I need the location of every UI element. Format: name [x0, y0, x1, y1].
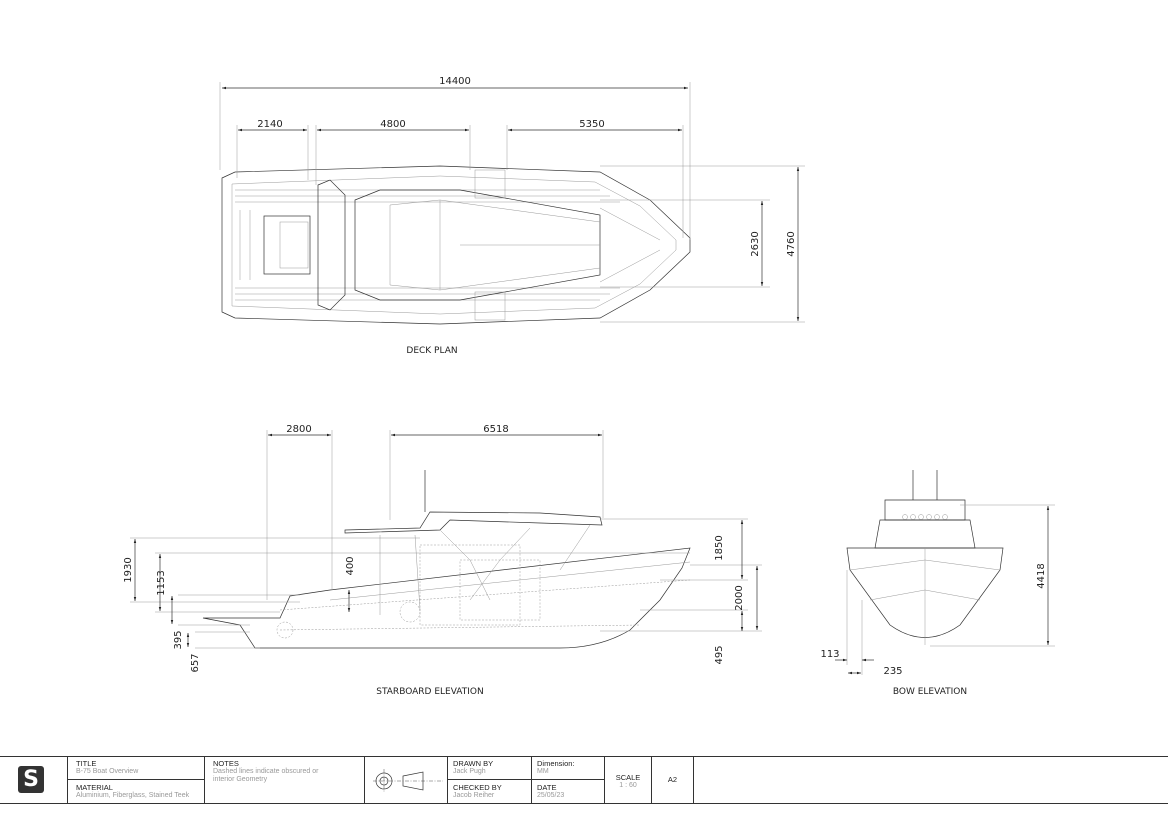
- dim-1153: 1153: [156, 570, 167, 595]
- dim-bow-height: 4418: [1036, 563, 1047, 588]
- drawn-checked-cell: DRAWN BY Jack Pugh CHECKED BY Jacob Reih…: [448, 757, 532, 803]
- logo-cell: S: [0, 757, 68, 803]
- notes-value: Dashed lines indicate obscured or interi…: [213, 768, 319, 783]
- projection-symbol-cell: [365, 757, 448, 803]
- bow-hull-outline: [846, 547, 1004, 638]
- scale-label: SCALE: [615, 773, 641, 782]
- date-value: 25/05/23: [537, 792, 565, 799]
- title-value: B-75 Boat Overview: [76, 768, 139, 775]
- bow-elevation: 4418 113 235 BOW ELEVATION: [820, 470, 1055, 697]
- checked-by-label: CHECKED BY: [453, 783, 502, 792]
- starboard-elevation-label: STARBOARD ELEVATION: [376, 687, 483, 697]
- hardtop: [344, 511, 603, 534]
- dim-2000: 2000: [734, 585, 745, 610]
- dim-1930: 1930: [123, 557, 134, 582]
- title-cell: TITLE B-75 Boat Overview MATERIAL Alumin…: [68, 757, 205, 803]
- date-label: DATE: [537, 783, 557, 792]
- deck-hatch: [263, 215, 311, 275]
- dim-bow-section: 5350: [579, 119, 604, 130]
- dim-395: 395: [173, 630, 184, 649]
- side-hull-outline: [202, 547, 691, 649]
- dim-1850: 1850: [714, 535, 725, 560]
- title-block: S TITLE B-75 Boat Overview MATERIAL Alum…: [0, 756, 1168, 804]
- dimension-date-cell: Dimension: MM DATE 25/05/23: [532, 757, 605, 803]
- dim-400: 400: [345, 556, 356, 575]
- dim-overall-length: 14400: [439, 76, 471, 87]
- deck-plan: 14400 2140 4800 5350 2630 4760 DECK PLAN: [219, 76, 805, 356]
- dim-hardtop: 6518: [483, 424, 508, 435]
- scale-value: 1 : 60: [619, 782, 637, 789]
- dim-657: 657: [190, 653, 201, 672]
- notes-cell: NOTES Dashed lines indicate obscured or …: [205, 757, 365, 803]
- dim-113: 113: [820, 649, 839, 660]
- dim-inner-beam: 2630: [750, 231, 761, 256]
- sheet-size-cell: A2: [652, 757, 694, 803]
- console: [354, 189, 601, 301]
- dim-overall-beam: 4760: [786, 231, 797, 256]
- dim-aft-deck: 2800: [286, 424, 311, 435]
- dim-235: 235: [883, 666, 902, 677]
- third-angle-projection-icon: [373, 769, 443, 793]
- notes-label: NOTES: [213, 759, 239, 768]
- drawn-by-label: DRAWN BY: [453, 759, 494, 768]
- scale-cell: SCALE 1 : 60: [605, 757, 652, 803]
- company-logo: S: [18, 766, 44, 793]
- deck-hull-outline: [221, 165, 691, 325]
- dimension-label: Dimension:: [537, 759, 575, 768]
- deck-plan-label: DECK PLAN: [406, 346, 457, 356]
- dim-495: 495: [714, 645, 725, 664]
- bow-elevation-label: BOW ELEVATION: [893, 687, 967, 697]
- dimension-value: MM: [537, 768, 549, 775]
- material-label: MATERIAL: [76, 783, 113, 792]
- material-value: Aluminium, Fiberglass, Stained Teek: [76, 792, 190, 799]
- drawn-by-value: Jack Pugh: [453, 768, 486, 775]
- title-label: TITLE: [76, 759, 97, 768]
- dim-mid-section: 4800: [380, 119, 405, 130]
- starboard-elevation: 2800 6518 1930 1153 395 657 400 1850 200…: [123, 424, 762, 697]
- dim-stern-section: 2140: [257, 119, 282, 130]
- checked-by-value: Jacob Reiher: [453, 792, 495, 799]
- sheet-size: A2: [667, 775, 678, 784]
